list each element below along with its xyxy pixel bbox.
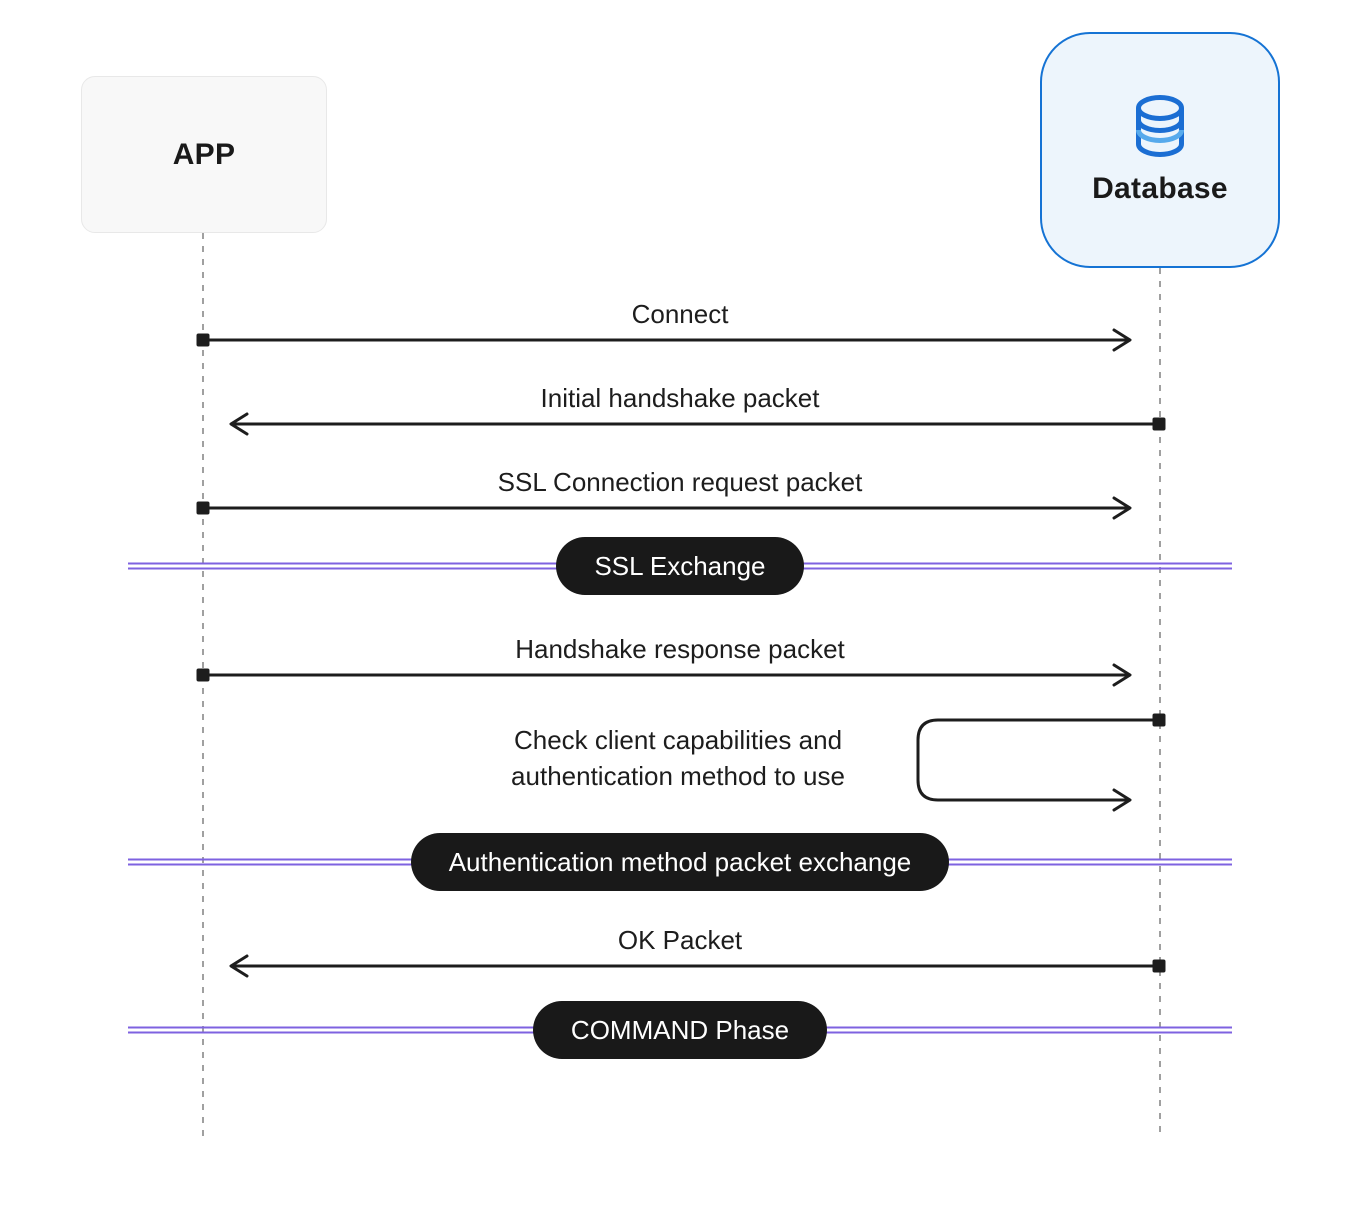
message-arrow-connect bbox=[196, 328, 1132, 352]
message-label-initial-handshake: Initial handshake packet bbox=[540, 383, 820, 413]
phase-band-authentication-exchange: Authentication method packet exchange bbox=[128, 833, 1232, 891]
message-label-check-client-capabilities: Check client capabilities and authentica… bbox=[511, 725, 845, 791]
message-label-ok-packet: OK Packet bbox=[617, 925, 743, 955]
lifeline-database bbox=[1159, 268, 1161, 1139]
message-arrow-handshake-response bbox=[196, 663, 1132, 687]
phase-pill-authentication-exchange: Authentication method packet exchange bbox=[410, 833, 950, 891]
phase-band-ssl-exchange: SSL Exchange bbox=[128, 537, 1232, 595]
message-label-handshake-response: Handshake response packet bbox=[515, 634, 845, 664]
actor-database-label: Database bbox=[1092, 171, 1228, 205]
message-arrow-ssl-connection-request bbox=[196, 496, 1132, 520]
phase-band-command-phase: COMMAND Phase bbox=[128, 1001, 1232, 1059]
actor-app-box: APP bbox=[81, 76, 327, 233]
message-arrow-ok-packet bbox=[229, 954, 1166, 978]
actor-database-box: Database bbox=[1040, 32, 1280, 268]
actor-app-label: APP bbox=[172, 137, 236, 171]
message-arrow-initial-handshake bbox=[229, 412, 1166, 436]
phase-pill-command-phase: COMMAND Phase bbox=[532, 1001, 828, 1059]
message-label-connect: Connect bbox=[631, 299, 729, 329]
lifeline-app bbox=[202, 233, 204, 1139]
message-label-ssl-connection-request: SSL Connection request packet bbox=[497, 467, 863, 497]
database-cylinder-icon bbox=[1136, 94, 1184, 157]
message-arrow-self-loop bbox=[916, 713, 1166, 812]
phase-pill-ssl-exchange: SSL Exchange bbox=[556, 537, 804, 595]
